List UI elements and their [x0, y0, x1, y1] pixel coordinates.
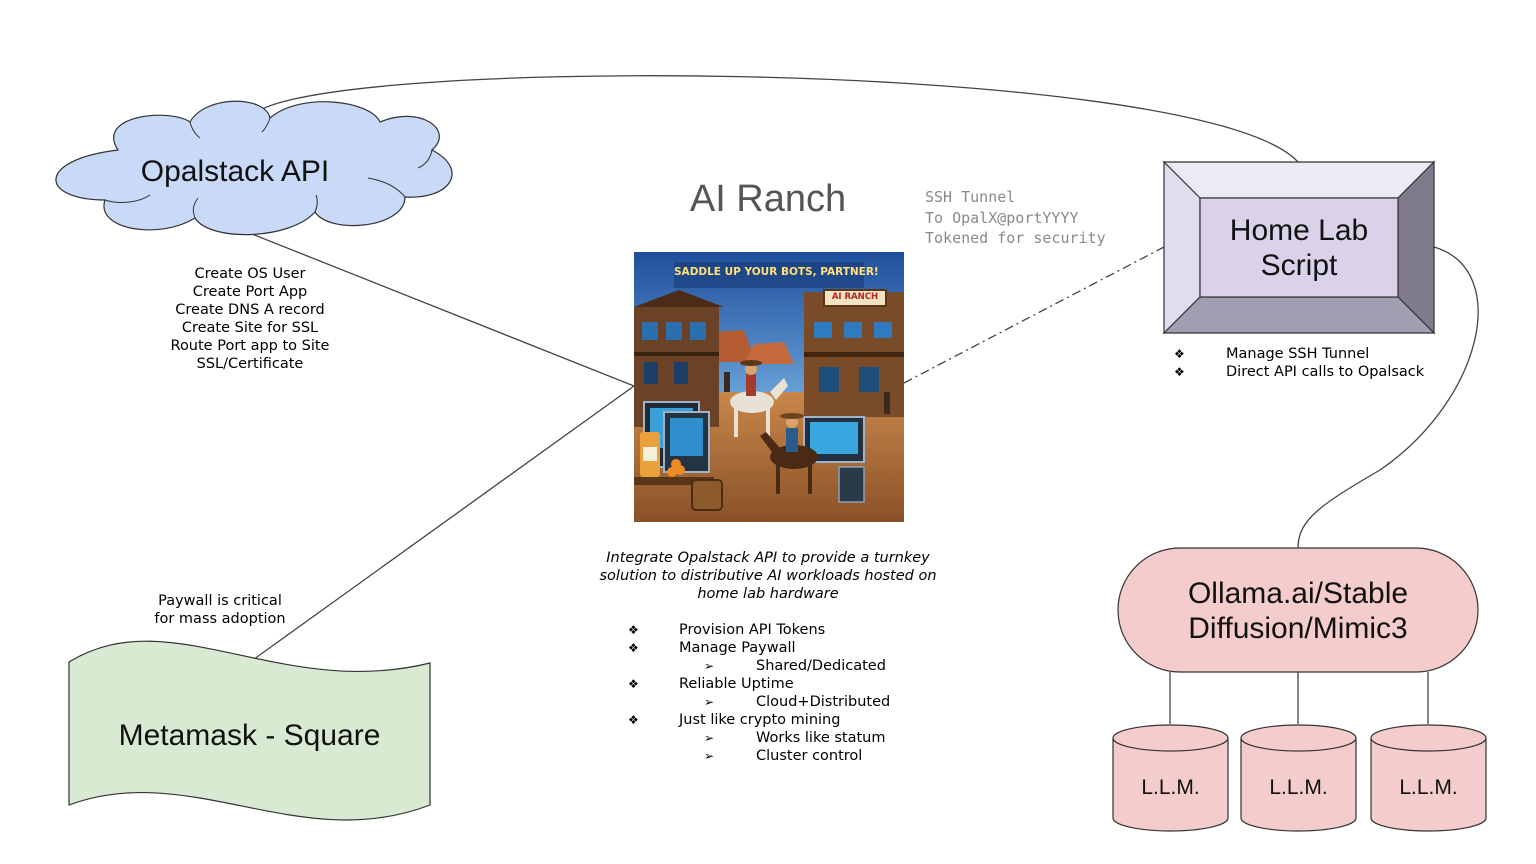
- arrow-bullet-icon: ➢: [704, 749, 715, 763]
- opalstack-step: SSL/Certificate: [196, 356, 304, 372]
- bullet-item: ❖ Provision API Tokens: [620, 621, 950, 639]
- ssh-tunnel-note: SSH Tunnel To OpalX@portYYYY Tokened for…: [925, 187, 1106, 249]
- cloud-detail-arc: [189, 121, 201, 139]
- diamond-bullet-icon: ❖: [628, 677, 639, 691]
- connector-metamask-to-ranch: [249, 385, 635, 663]
- opalstack-step: Create DNS A record: [175, 302, 325, 318]
- opalstack-step: Route Port app to Site: [170, 338, 330, 354]
- opalstack-api-cloud-shape: [55, 100, 453, 236]
- cloud-detail-arc: [367, 177, 406, 198]
- diamond-bullet-icon: ❖: [628, 623, 639, 637]
- bullet-text: Manage Paywall: [679, 640, 796, 656]
- arrow-bullet-icon: ➢: [704, 659, 715, 673]
- llm-label-2: L.L.M.: [1269, 776, 1328, 799]
- bullet-text: Cloud+Distributed: [756, 694, 891, 710]
- cloud-detail-arc: [261, 117, 271, 133]
- bullet-text: Just like crypto mining: [679, 712, 841, 728]
- ollama-label: Ollama.ai/Stable Diffusion/Mimic3: [1187, 577, 1409, 645]
- metamask-square-shape: [68, 640, 431, 821]
- bullet-text: Cluster control: [756, 748, 863, 764]
- home-lab-script-shape: [1162, 160, 1436, 335]
- bullet-text: Shared/Dedicated: [756, 658, 886, 674]
- ai-ranch-title: AI Ranch: [689, 178, 847, 220]
- arrow-bullet-icon: ➢: [704, 695, 715, 709]
- llm-label-3: L.L.M.: [1399, 776, 1458, 799]
- diamond-bullet-icon: ❖: [628, 713, 639, 727]
- bullet-text: Provision API Tokens: [679, 622, 826, 638]
- llm-label-1: L.L.M.: [1141, 776, 1200, 799]
- bullet-item: ❖ Manage Paywall: [620, 639, 950, 657]
- bullet-text: Works like statum: [756, 730, 886, 746]
- paywall-note: Paywall is critical for mass adoption: [130, 592, 310, 628]
- ssh-note-line: SSH Tunnel: [925, 188, 1016, 206]
- ai-ranch-illustration: SADDLE UP YOUR BOTS, PARTNER! AI RANCH: [634, 252, 904, 522]
- bullet-item: ❖ Reliable Uptime: [620, 675, 950, 693]
- bullet-item: ❖ Manage SSH Tunnel: [1166, 345, 1466, 363]
- opalstack-step: Create Port App: [192, 284, 308, 300]
- ssh-note-line: To OpalX@portYYYY: [925, 208, 1079, 227]
- arrow-bullet-icon: ➢: [704, 731, 715, 745]
- llm-database-2: [1240, 724, 1357, 832]
- diamond-bullet-icon: ❖: [628, 641, 639, 655]
- cloud-detail-arc: [192, 197, 199, 219]
- connector-opalstack-to-homelab: [249, 75, 1299, 163]
- home-lab-bullet-list: ❖ Manage SSH Tunnel ❖ Direct API calls to O…: [1166, 345, 1466, 381]
- cloud-detail-arc: [417, 149, 433, 169]
- bullet-text: Manage SSH Tunnel: [1226, 346, 1370, 362]
- bullet-item: ➢ Cluster control: [620, 747, 950, 765]
- paywall-note-line: Paywall is critical: [158, 593, 282, 609]
- ai-ranch-description: Integrate Opalstack API to provide a tur…: [599, 550, 937, 602]
- metamask-square-label: Metamask - Square: [118, 719, 381, 752]
- connector-opalstack-to-ranch: [251, 233, 635, 387]
- home-lab-script-label: Home Lab Script: [1229, 214, 1369, 282]
- opalstack-step: Create Site for SSL: [181, 320, 319, 336]
- opalstack-step: Create OS User: [194, 266, 306, 282]
- bullet-text: Reliable Uptime: [679, 676, 794, 692]
- bullet-item: ➢ Shared/Dedicated: [620, 657, 950, 675]
- ai-ranch-bullet-list: ❖ Provision API Tokens ❖ Manage Paywall ➢ Sha…: [620, 621, 950, 765]
- cloud-detail-arc: [104, 194, 151, 203]
- bullet-item: ➢ Cloud+Distributed: [620, 693, 950, 711]
- connector-ranch-to-homelab-ssh: [903, 246, 1165, 384]
- diamond-bullet-icon: ❖: [1174, 347, 1185, 361]
- paywall-note-line: for mass adoption: [154, 611, 286, 627]
- bullet-item: ➢ Works like statum: [620, 729, 950, 747]
- bullet-item: ❖ Direct API calls to Opalsack: [1166, 363, 1466, 381]
- connector-homelab-to-ollama: [1297, 246, 1479, 549]
- opalstack-api-label: Opalstack API: [140, 155, 330, 188]
- ranch-sign-text: AI RANCH: [831, 292, 879, 302]
- bullet-text: Direct API calls to Opalsack: [1226, 364, 1425, 380]
- ollama-node-shape: [1117, 547, 1479, 673]
- cloud-detail-arc: [314, 194, 318, 213]
- llm-database-1: [1112, 724, 1229, 832]
- diamond-bullet-icon: ❖: [1174, 365, 1185, 379]
- ssh-note-line: Tokened for security: [925, 229, 1106, 247]
- bullet-item: ❖ Just like crypto mining: [620, 711, 950, 729]
- ranch-banner-text: SADDLE UP YOUR BOTS, PARTNER!: [674, 266, 879, 278]
- llm-database-3: [1370, 724, 1487, 832]
- opalstack-steps-list: Create OS User Create Port App Create DN…: [140, 265, 360, 373]
